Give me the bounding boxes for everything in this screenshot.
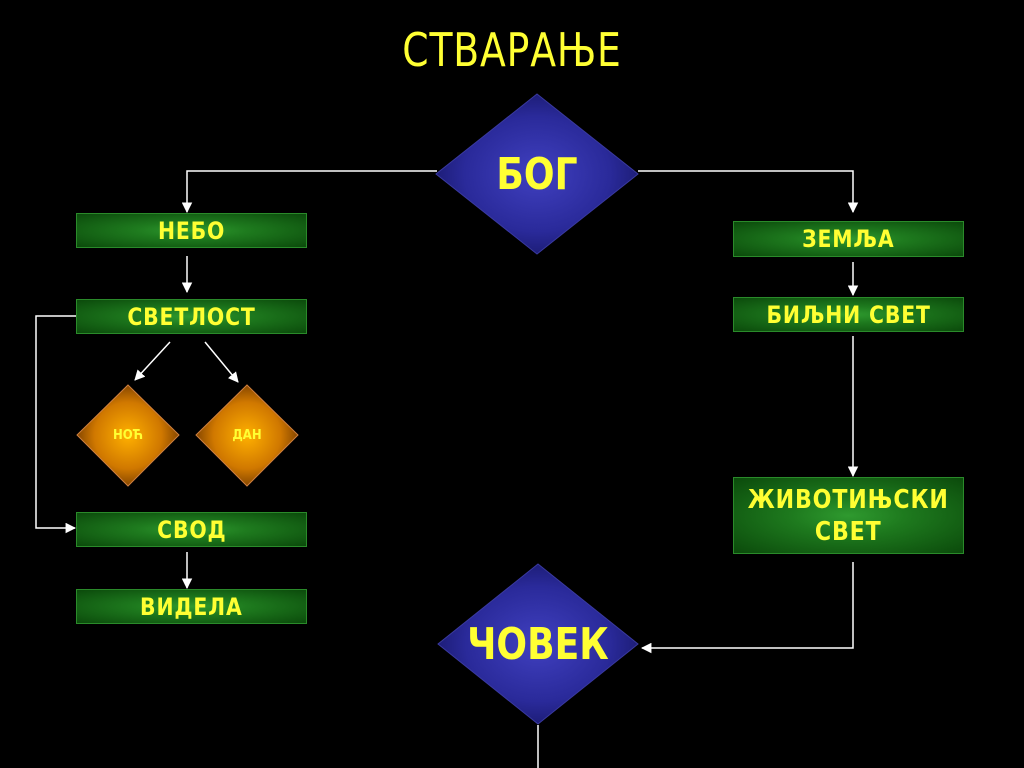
box-nebo-label: НЕБО <box>157 216 226 245</box>
connector-svetlost-to-svod <box>35 315 77 534</box>
box-zemlja-label: ЗЕМЉА <box>802 225 895 253</box>
box-videla: ВИДЕЛА <box>76 589 307 624</box>
box-svod-label: СВОД <box>156 515 227 544</box>
box-zivotinjski-svet-label-line1: ЖИВОТИЊСКИ <box>748 484 950 515</box>
connector-bog-to-zemlja <box>638 170 859 214</box>
box-svetlost-label: СВЕТЛОСТ <box>127 302 256 331</box>
box-svetlost: СВЕТЛОСТ <box>76 299 307 334</box>
box-svod: СВОД <box>76 512 307 547</box>
diamond-bog <box>435 93 639 255</box>
box-zivotinjski-svet: ЖИВОТИЊСКИ СВЕТ <box>733 477 964 554</box>
diamond-noc <box>76 384 180 487</box>
box-zivotinjski-svet-label-line2: СВЕТ <box>815 516 882 547</box>
connector-svetlost-to-noc <box>134 341 171 381</box>
box-nebo: НЕБО <box>76 213 307 248</box>
box-biljni-svet: БИЉНИ СВЕТ <box>733 297 964 332</box>
slide-title: СТВАРАЊЕ <box>402 23 622 77</box>
box-biljni-svet-label: БИЉНИ СВЕТ <box>766 300 931 329</box>
connector-bog-to-nebo <box>181 170 437 214</box>
connector-svetlost-to-dan <box>204 341 239 383</box>
connector-zivotinjski-svet-to-covek <box>640 562 854 654</box>
box-videla-label: ВИДЕЛА <box>140 592 243 621</box>
diamond-dan <box>195 384 299 487</box>
box-zemlja: ЗЕМЉА <box>733 221 964 257</box>
diamond-covek <box>437 563 639 725</box>
